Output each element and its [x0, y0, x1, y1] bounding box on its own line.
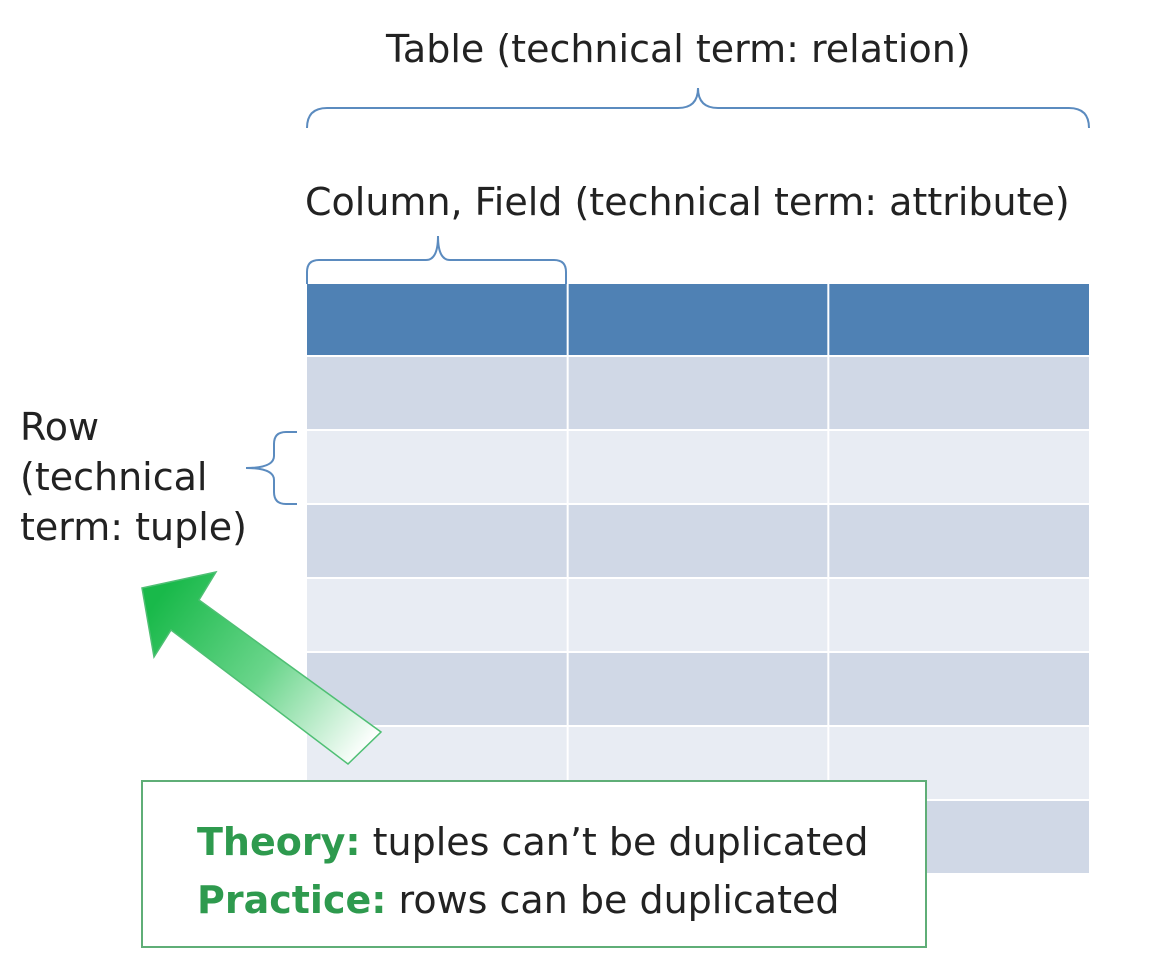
table-label: Table (technical term: relation): [386, 27, 971, 71]
table-header-row: [307, 284, 1089, 356]
column-bracket: [306, 235, 567, 284]
table-row: [307, 652, 1089, 726]
theory-line: Theory: tuples can’t be duplicated: [197, 820, 868, 864]
row-label: Row (technical term: tuple): [20, 402, 247, 552]
practice-keyword: Practice:: [197, 878, 387, 922]
theory-keyword: Theory:: [197, 820, 361, 864]
row-label-line-2: (technical: [20, 455, 208, 499]
theory-practice-callout: Theory: tuples can’t be duplicated Pract…: [141, 780, 927, 948]
row-bracket: [245, 431, 297, 505]
arrow-up-left-icon: [141, 570, 383, 765]
theory-text: tuples can’t be duplicated: [360, 820, 869, 864]
practice-line: Practice: rows can be duplicated: [197, 878, 839, 922]
table-bracket: [306, 87, 1090, 129]
row-label-line-3: term: tuple): [20, 505, 247, 549]
table-row: [307, 430, 1089, 504]
table-row: [307, 504, 1089, 578]
row-label-line-1: Row: [20, 405, 100, 449]
practice-text: rows can be duplicated: [386, 878, 840, 922]
table-row: [307, 356, 1089, 430]
table-row: [307, 578, 1089, 652]
column-label: Column, Field (technical term: attribute…: [305, 180, 1070, 224]
